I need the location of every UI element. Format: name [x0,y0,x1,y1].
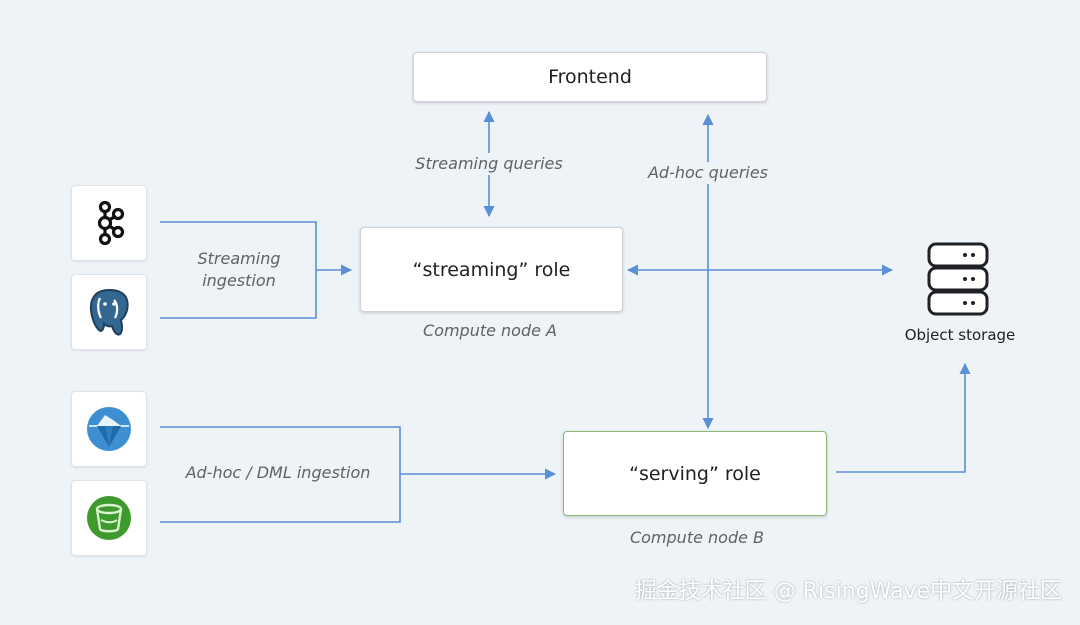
postgresql-source [71,274,147,350]
serving-role-label: “serving” role [629,462,761,485]
iceberg-source [71,391,147,467]
streaming-role-label: “streaming” role [412,258,571,281]
object-storage-node: Object storage [900,240,1020,350]
kafka-source [71,185,147,261]
frontend-node: Frontend [413,52,767,102]
s3-bucket-icon [87,496,131,540]
streaming-ingestion-line2: ingestion [202,271,276,290]
s3-source [71,480,147,556]
serving-to-storage-arrow [836,362,971,473]
adhoc-dml-ingestion-label: Ad-hoc / DML ingestion [185,463,371,482]
compute-node-b-caption: Compute node B [629,528,765,547]
streaming-ingestion-label: Streaming ingestion [180,248,298,292]
iceberg-icon [87,407,131,451]
streaming-ingestion-line1: Streaming [197,249,281,268]
compute-node-a-caption: Compute node A [422,321,557,340]
postgresql-icon [89,288,129,336]
database-icon [927,242,989,316]
kafka-icon [97,200,125,246]
frontend-label: Frontend [548,66,632,88]
serving-role-node: “serving” role [563,431,827,516]
streaming-role-node: “streaming” role [360,227,623,312]
streaming-queries-label: Streaming queries [405,153,573,175]
watermark-text: 掘金技术社区 @ RisingWave中文开源社区 [634,579,1062,604]
object-storage-label: Object storage [904,326,1016,344]
adhoc-queries-label: Ad-hoc queries [638,162,778,184]
